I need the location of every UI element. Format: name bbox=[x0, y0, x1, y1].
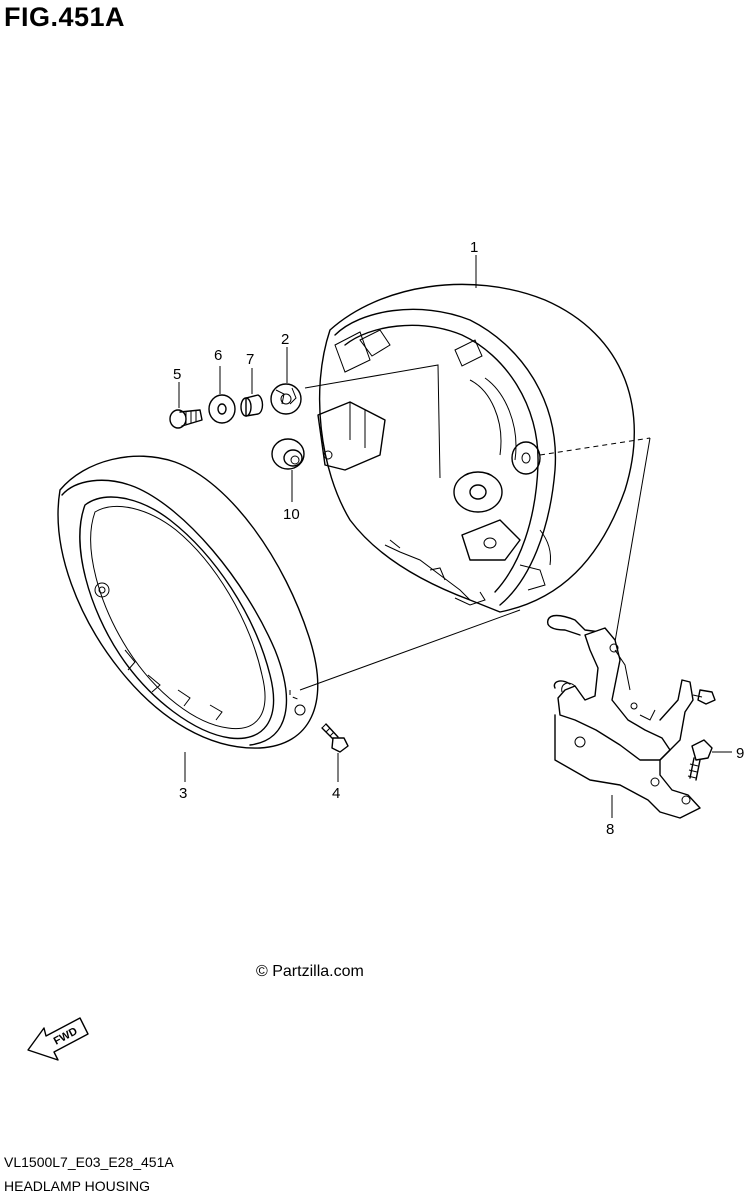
callout-7[interactable]: 7 bbox=[246, 351, 254, 368]
collar-7[interactable] bbox=[240, 394, 264, 417]
callout-2[interactable]: 2 bbox=[281, 331, 289, 348]
callout-6[interactable]: 6 bbox=[214, 347, 222, 364]
callout-8[interactable]: 8 bbox=[606, 821, 614, 838]
bolt-4[interactable] bbox=[321, 723, 349, 753]
bolt-9[interactable] bbox=[687, 739, 713, 781]
headlamp-rim-ring[interactable] bbox=[57, 455, 319, 749]
screw-5[interactable] bbox=[169, 409, 203, 429]
alignment-line-bracket bbox=[539, 437, 651, 456]
callout-1[interactable]: 1 bbox=[470, 239, 478, 256]
alignment-line-2 bbox=[304, 364, 441, 479]
diagram-code: VL1500L7_E03_E28_451A bbox=[4, 1154, 174, 1170]
grommet-10[interactable] bbox=[271, 438, 305, 470]
callout-5[interactable]: 5 bbox=[173, 366, 181, 383]
figure-title: FIG.451A bbox=[4, 2, 126, 32]
forward-arrow-icon: FWD bbox=[27, 1017, 89, 1061]
cushion-2[interactable] bbox=[270, 383, 302, 415]
alignment-line-rim bbox=[289, 690, 301, 701]
callout-9[interactable]: 9 bbox=[736, 745, 744, 762]
callout-10[interactable]: 10 bbox=[283, 506, 300, 523]
callout-3[interactable]: 3 bbox=[179, 785, 187, 802]
washer-6[interactable] bbox=[208, 394, 236, 424]
mounting-bracket-8[interactable] bbox=[546, 614, 716, 819]
alignment-line-rim-housing bbox=[299, 609, 521, 691]
callout-4[interactable]: 4 bbox=[332, 785, 340, 802]
diagram-name: HEADLAMP HOUSING bbox=[4, 1178, 150, 1194]
copyright-text: © Partzilla.com bbox=[256, 963, 364, 980]
headlamp-housing-shell[interactable] bbox=[317, 283, 635, 613]
